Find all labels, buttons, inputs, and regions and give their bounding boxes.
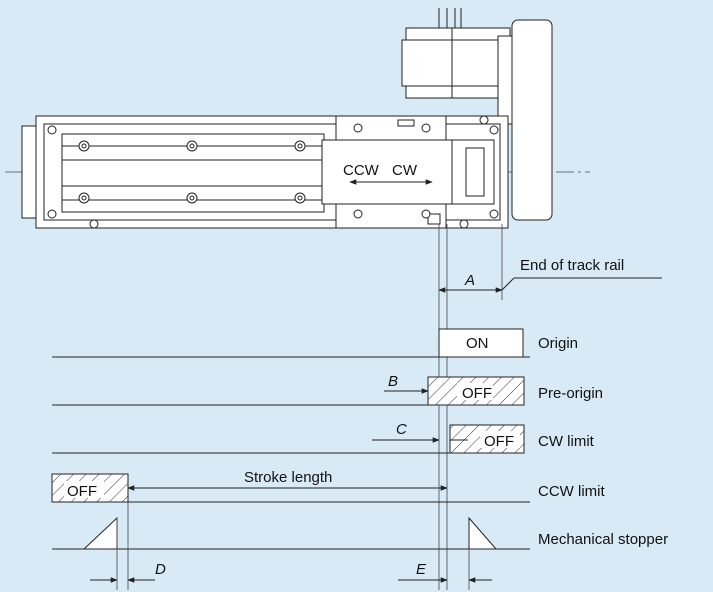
cw-limit-off-text: OFF: [484, 433, 514, 450]
dimension-d-label: D: [155, 561, 166, 578]
stroke-length-label: Stroke length: [244, 469, 332, 486]
pre-origin-label: Pre-origin: [538, 385, 603, 402]
origin-on-text: ON: [466, 335, 489, 352]
actuator-drawing: CCW CW: [5, 8, 590, 229]
end-of-track-leader-slant: [501, 277, 515, 291]
cw-mechanical-stopper: [468, 516, 498, 550]
cw-limit-row: OFF C CW limit: [52, 421, 595, 454]
pre-origin-row: OFF B Pre-origin: [52, 373, 603, 406]
screw-holes: [47, 115, 499, 229]
ccw-limit-row: OFF Stroke length CCW limit: [51, 469, 605, 503]
direction-label-bg: [340, 158, 436, 178]
pre-origin-off-text: OFF: [462, 385, 492, 402]
ccw-label: CCW: [343, 162, 380, 179]
dimension-e-label: E: [416, 561, 427, 578]
motor: [401, 19, 553, 221]
origin-label: Origin: [538, 335, 578, 352]
ccw-mechanical-stopper: [82, 516, 118, 550]
origin-row: ON Origin: [52, 328, 578, 358]
cw-label: CW: [392, 162, 418, 179]
mechanical-stopper-label: Mechanical stopper: [538, 531, 668, 548]
ccw-limit-label: CCW limit: [538, 483, 605, 500]
end-of-track-rail-label: End of track rail: [520, 257, 624, 274]
mechanical-stopper-row: Mechanical stopper: [52, 502, 668, 590]
dimension-b-label: B: [388, 373, 398, 390]
cw-limit-label: CW limit: [538, 433, 595, 450]
dimension-c-label: C: [396, 421, 407, 438]
ccw-limit-off-text: OFF: [67, 483, 97, 500]
dimension-a-label: A: [464, 272, 475, 289]
